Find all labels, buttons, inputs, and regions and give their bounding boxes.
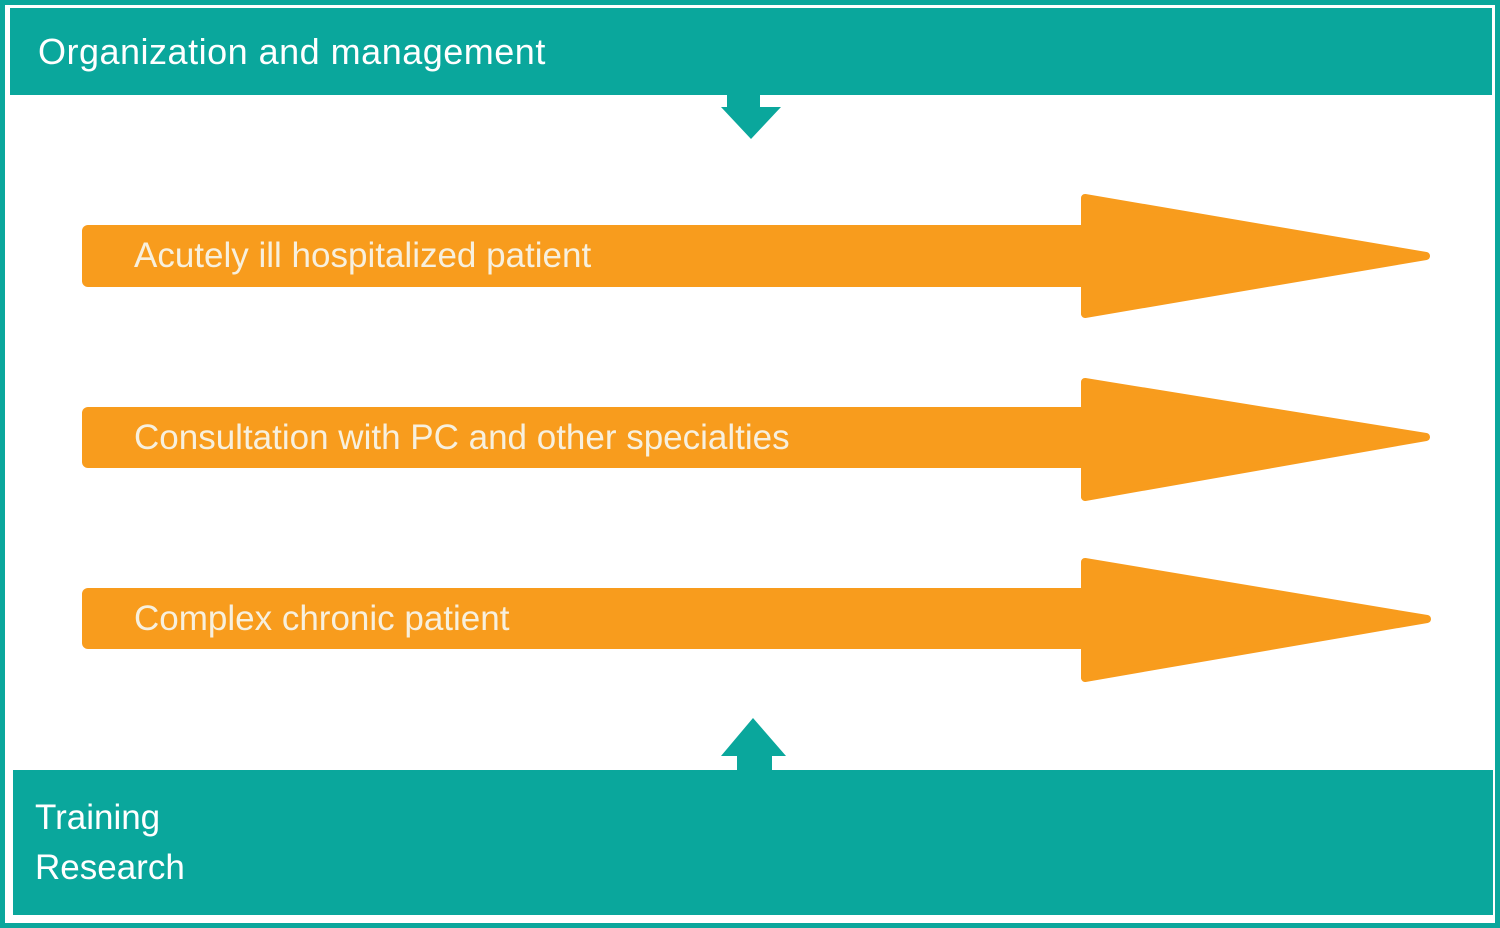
- band-line-research: Research: [35, 847, 185, 887]
- arrow-right-icon: [1081, 378, 1430, 501]
- arrow-down-icon: [721, 94, 781, 139]
- arrow-label: Consultation with PC and other specialti…: [134, 417, 790, 457]
- arrow-bar-chronic-patient: Complex chronic patient: [82, 588, 1090, 649]
- arrow-right-icon: [1081, 194, 1430, 318]
- arrow-label: Complex chronic patient: [134, 598, 510, 638]
- arrow-right-icon: [1081, 558, 1431, 682]
- arrow-bar-acute-patient: Acutely ill hospitalized patient: [82, 225, 1090, 287]
- arrow-bar-consultation: Consultation with PC and other specialti…: [82, 407, 1090, 468]
- arrow-up-icon: [721, 718, 786, 770]
- band-line-training: Training: [35, 797, 161, 837]
- organization-management-band: Organization and management: [10, 8, 1492, 95]
- arrow-label: Acutely ill hospitalized patient: [134, 236, 592, 275]
- training-research-band: Training Research: [13, 770, 1493, 915]
- band-title: Organization and management: [38, 30, 546, 72]
